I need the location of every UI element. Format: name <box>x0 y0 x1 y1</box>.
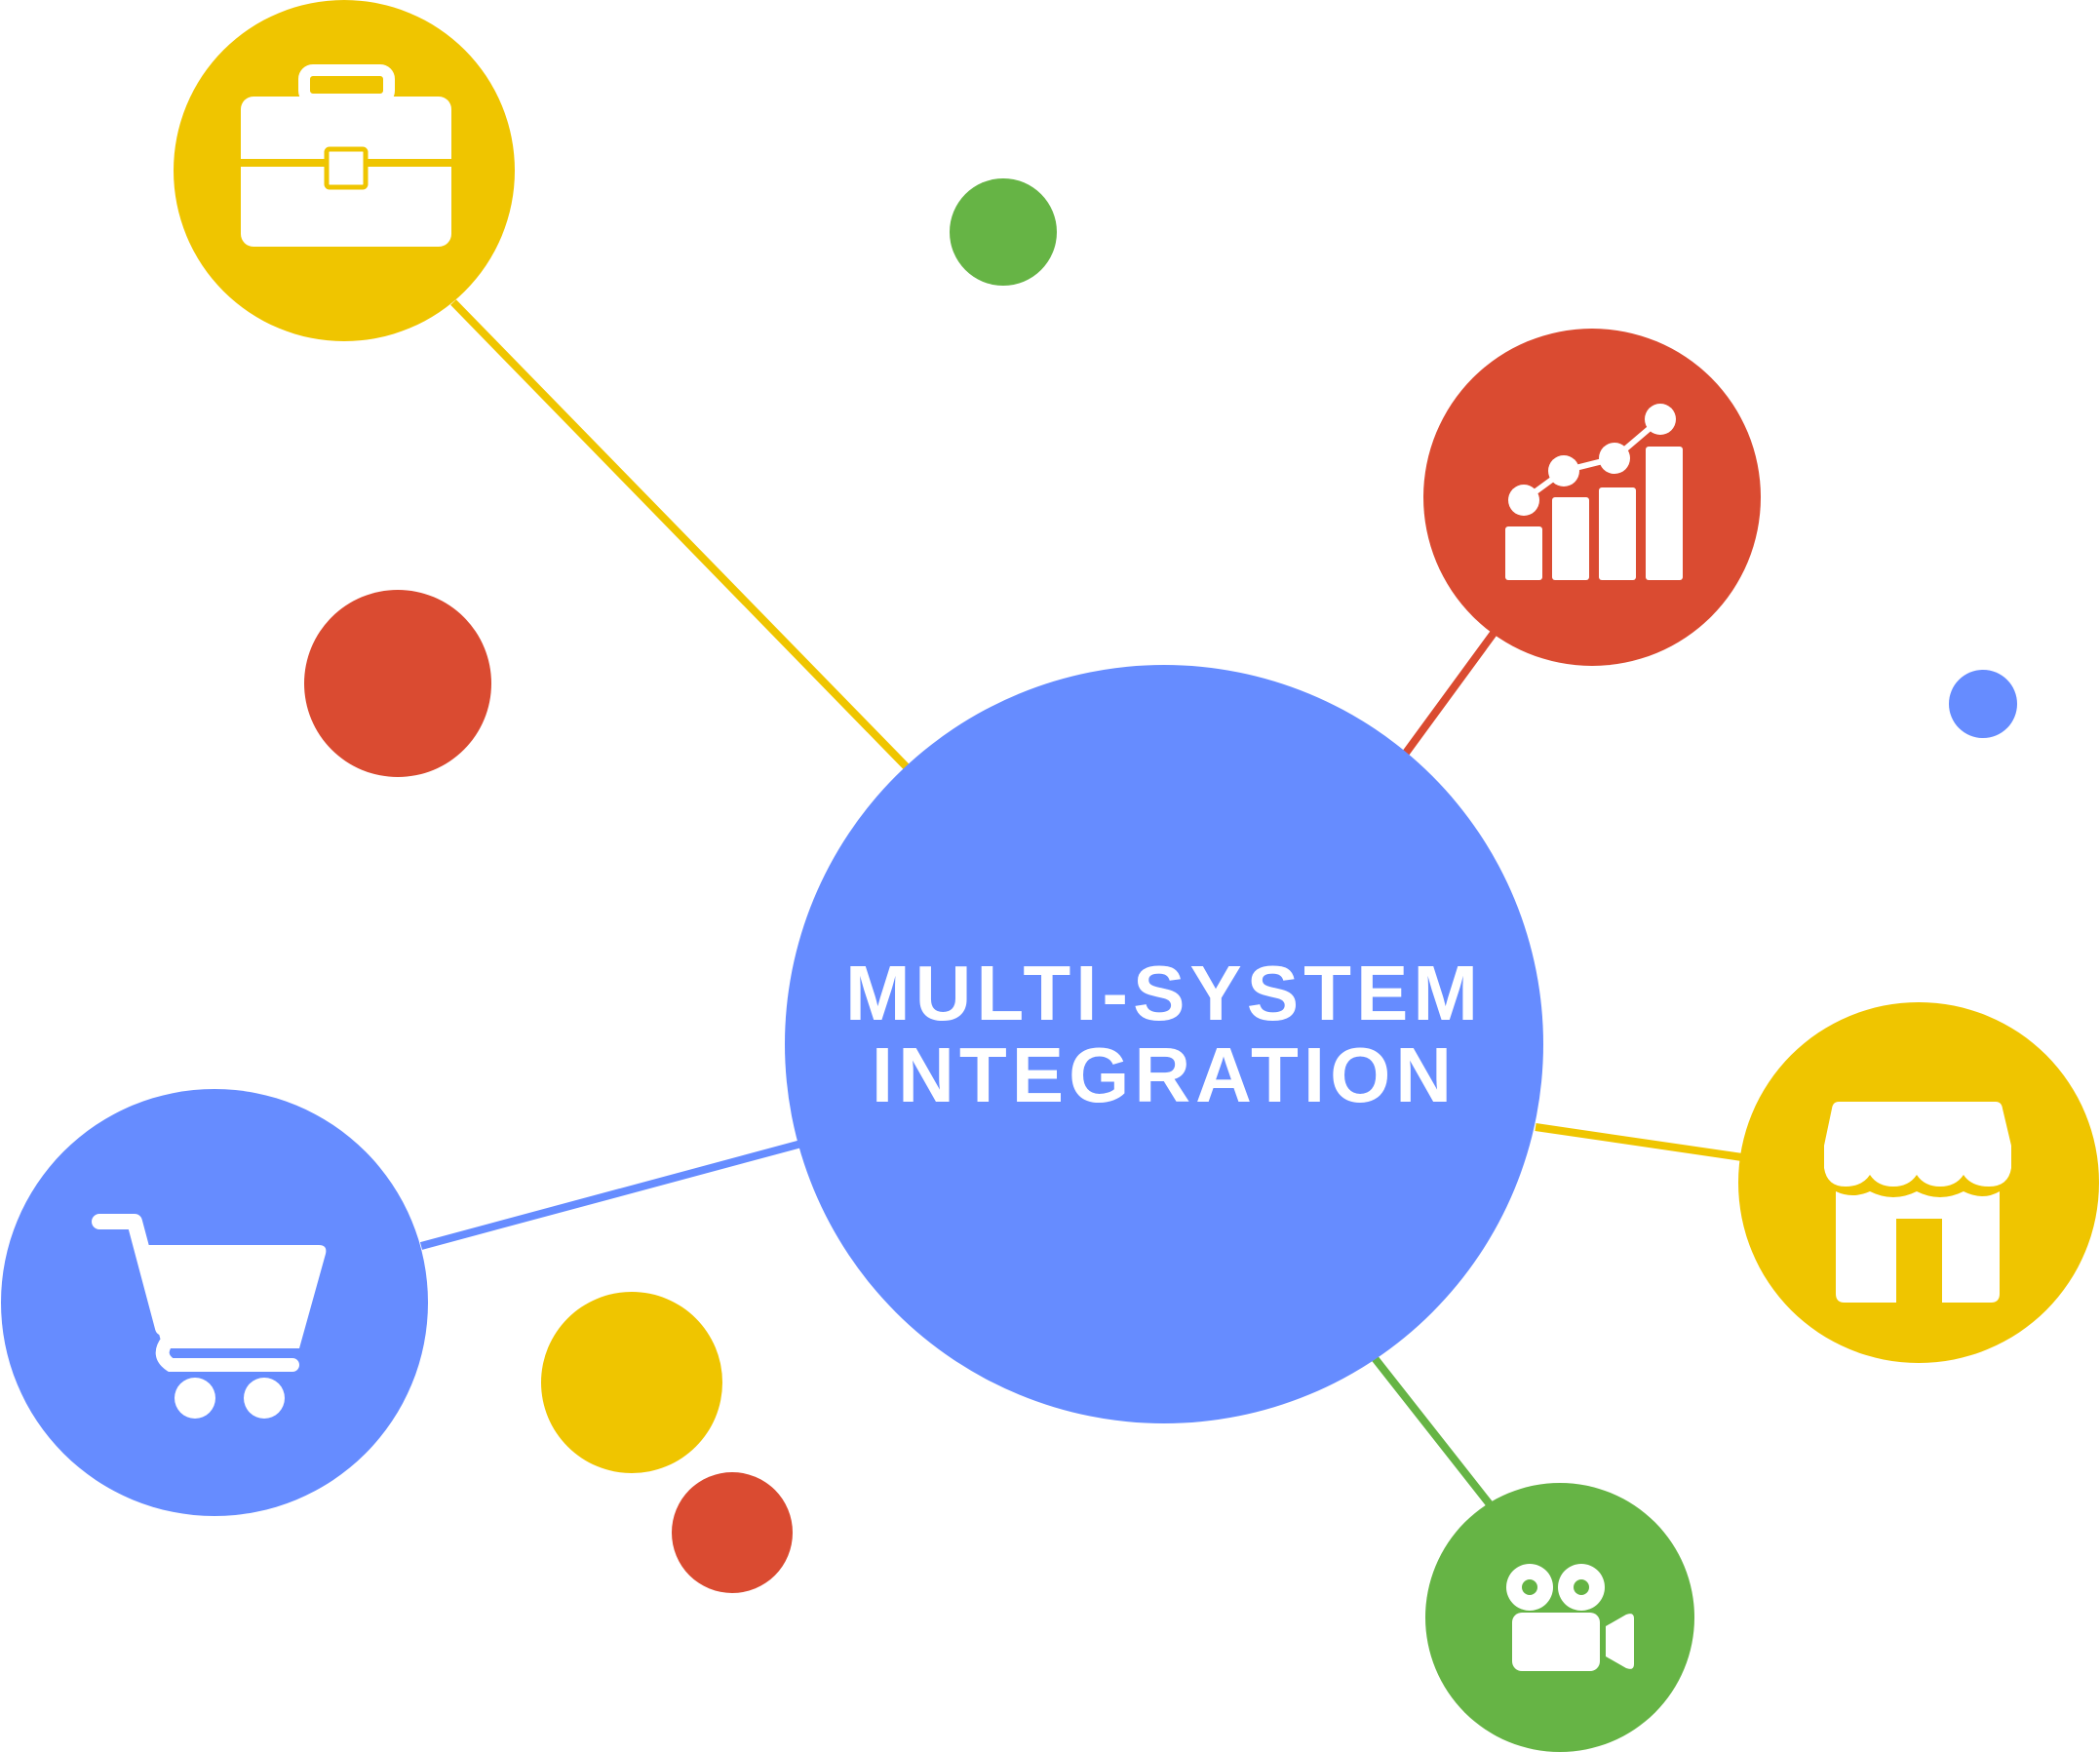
connector-briefcase <box>450 299 914 775</box>
briefcase-icon <box>241 64 451 247</box>
storefront-node-circle <box>1738 1002 2099 1363</box>
video-node <box>1425 1483 1694 1752</box>
connector-cart <box>419 1140 803 1250</box>
storefront-node <box>1738 1002 2099 1363</box>
decorative-dot-yellow <box>541 1292 722 1473</box>
decorative-dot-red-small <box>672 1472 793 1593</box>
decorative-dot-red <box>304 590 491 777</box>
decorative-dot-green <box>950 178 1057 286</box>
shopping-cart-icon <box>92 1214 327 1419</box>
center-hub: MULTI-SYSTEM INTEGRATION <box>785 665 1543 1423</box>
analytics-node-circle <box>1423 329 1761 666</box>
shopping-cart-node <box>1 1089 428 1516</box>
connector-analytics <box>1400 629 1498 759</box>
decorative-dots <box>304 178 2017 1593</box>
hub-title-line1: MULTI-SYSTEM <box>845 950 1483 1036</box>
briefcase-node <box>174 0 515 341</box>
hub-title-line2: INTEGRATION <box>872 1032 1457 1118</box>
connector-video <box>1371 1355 1494 1507</box>
connector-storefront <box>1535 1123 1743 1161</box>
decorative-dot-blue <box>1949 670 2017 738</box>
center-hub-circle <box>785 665 1543 1423</box>
storefront-icon <box>1824 1102 2011 1303</box>
growth-chart-icon <box>1505 404 1683 580</box>
video-camera-icon <box>1506 1564 1634 1671</box>
analytics-node <box>1423 329 1761 666</box>
connectors <box>419 299 1743 1507</box>
